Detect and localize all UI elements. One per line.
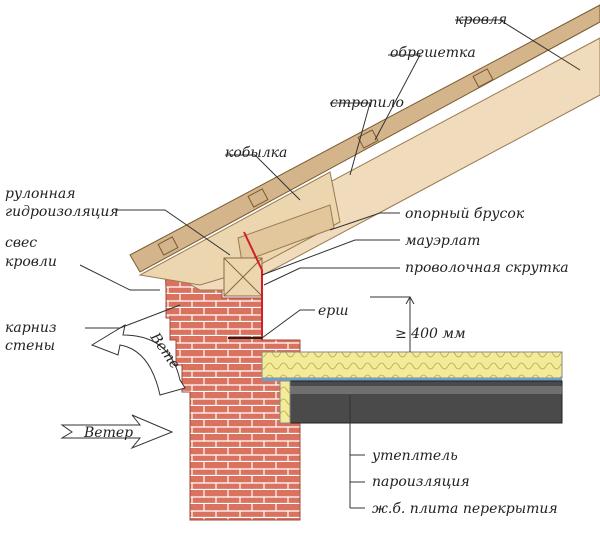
height-dimension	[370, 295, 415, 352]
label-overhang-1: свес	[5, 235, 37, 251]
edge-insulation	[279, 380, 291, 424]
wind-arrow-bottom: Ветер	[60, 414, 174, 450]
label-rafter: стропило	[330, 95, 404, 111]
label-cornice-2: стены	[5, 338, 55, 354]
label-wire-twist: проволочная скрутка	[405, 260, 569, 276]
label-roofing: кровля	[455, 12, 507, 28]
label-min-height: ≥ 400 мм	[395, 326, 466, 342]
insulation-layer	[261, 351, 563, 379]
brick-wall	[164, 261, 301, 521]
label-cornice-1: карниз	[5, 320, 57, 336]
battens	[157, 68, 494, 256]
label-membrane-2: гидроизоляция	[5, 204, 119, 220]
label-slab: ж.б. плита перекрытия	[372, 501, 558, 517]
label-sprocket: кобылка	[225, 145, 287, 161]
label-battens: обрешетка	[390, 45, 476, 61]
label-support-bar: опорный брусок	[405, 206, 525, 222]
label-overhang-2: кровли	[5, 254, 57, 270]
label-vapor-barrier: пароизляция	[372, 474, 470, 490]
label-ruff-nail: ерш	[318, 303, 349, 319]
vapor-barrier	[262, 378, 562, 381]
support-bar	[237, 204, 335, 263]
label-insulation: утеплтель	[371, 448, 458, 464]
wire-twist	[243, 231, 263, 340]
sprocket	[138, 171, 341, 286]
label-wall-plate: мауэрлат	[405, 233, 480, 249]
wind-label-bottom: Ветер	[83, 425, 133, 441]
leader-lines	[79, 19, 581, 509]
label-membrane-1: рулонная	[5, 186, 76, 202]
